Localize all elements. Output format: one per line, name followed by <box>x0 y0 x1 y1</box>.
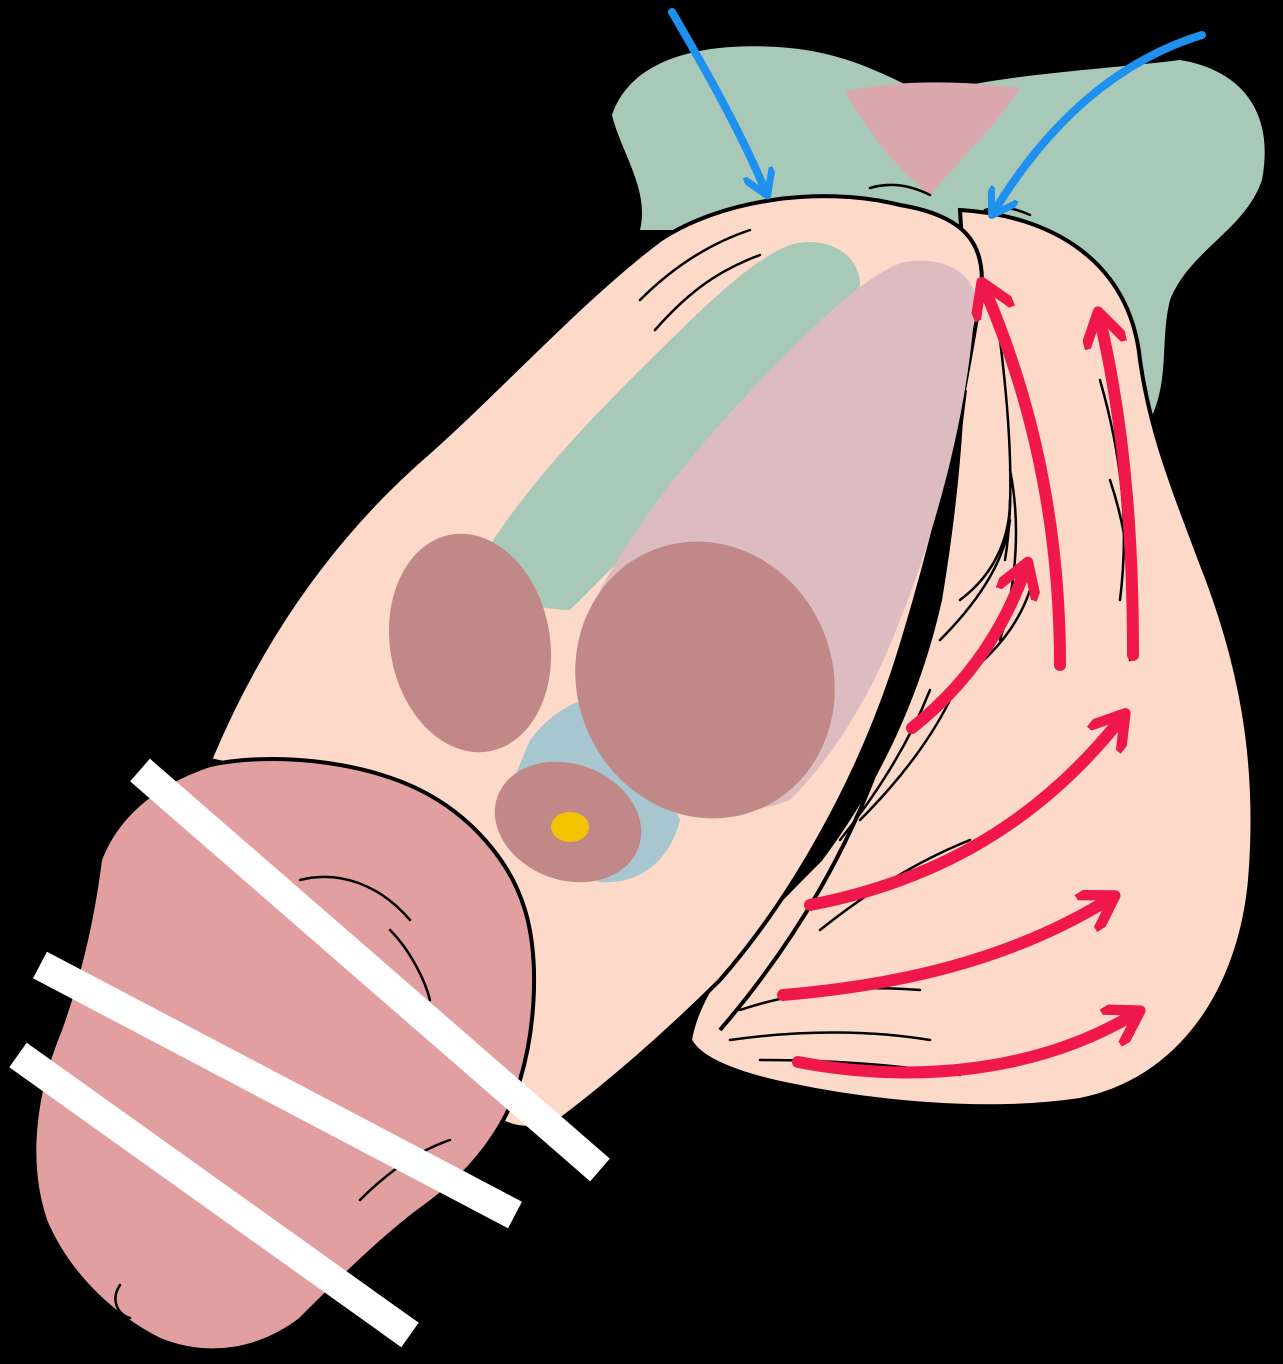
urethral-lumen <box>551 812 589 842</box>
